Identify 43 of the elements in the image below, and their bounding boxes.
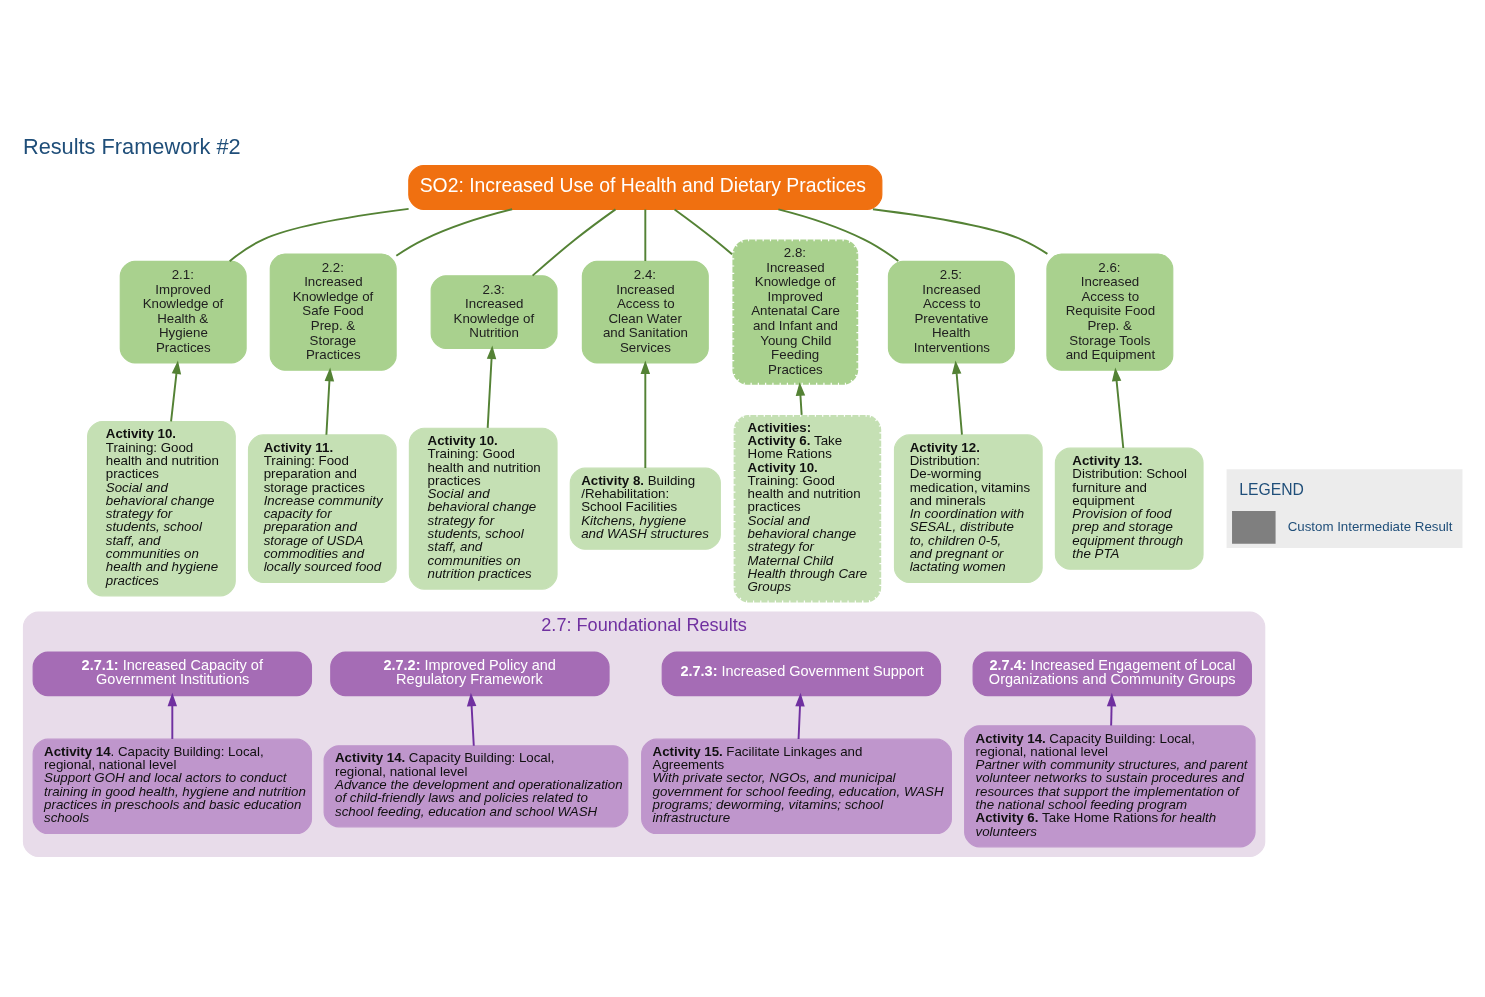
- node-box: 2.7.4: Increased Engagement of Local Organizations and Community Groups: [972, 650, 1252, 696]
- node-box: 2.7.2: Improved Policy and Regulatory Framework: [329, 650, 610, 696]
- node-box: 2.8: Increased Knowledge of Improved Antenatal Care and Infant and Young Child Feeding Practices: [730, 237, 860, 386]
- connector: [871, 207, 1048, 255]
- connector: [228, 207, 410, 262]
- arrow: [1111, 367, 1124, 449]
- diagram-title: Results Framework #2: [22, 133, 241, 159]
- node-box: SO2: Increased Use of Health and Dietary Practices: [407, 164, 882, 210]
- connector: [673, 207, 733, 255]
- arrow: [640, 359, 650, 469]
- arrow: [795, 381, 805, 416]
- connector: [643, 207, 646, 262]
- arrow: [1106, 692, 1116, 726]
- arrow: [324, 367, 334, 436]
- node-box: 2.1: Improved Knowledge of Health & Hygiene Practices: [119, 260, 247, 363]
- arrow: [466, 692, 476, 747]
- label: LEGEND: [1238, 480, 1304, 498]
- node-box: 2.4: Increased Access to Clean Water and Sanitation Services: [581, 260, 709, 363]
- arrow: [169, 359, 181, 422]
- arrow: [486, 345, 496, 429]
- node-box: Activity 8. Building /Rehabilitation: School Facilities Kitchens, hygiene and WASH structures: [569, 467, 721, 550]
- connector: [531, 207, 616, 277]
- connector: [394, 207, 513, 257]
- node-box: Activity 15. Facilitate Linkages and Agreements With private sector, NGOs, and municipal government for school feeding, education, WASH programs; deworming, vitamins; school infrastructure: [640, 738, 952, 834]
- node-box: 2.7.1: Increased Capacity of Government Institutions: [32, 650, 312, 696]
- node-box: Activity 10. Training: Good health and nutrition practices Social and behavioral change strategy for students, school staff, and communities on health and hygiene practices: [86, 420, 236, 596]
- arrow: [951, 359, 963, 436]
- node-box: 2.3: Increased Knowledge of Nutrition: [430, 274, 558, 349]
- legend-label: Custom Intermediate Result: [1287, 518, 1452, 534]
- node-box: 2.6: Increased Access to Requisite Food Prep. & Storage Tools and Equipment: [1045, 252, 1173, 371]
- node-box: 2.5: Increased Access to Preventative Health Interventions: [887, 260, 1015, 363]
- node-box: Activity 11. Training: Food preparation and storage practices Increase community capacity for preparation and storage of USDA commodities and locally sourced food: [247, 433, 397, 583]
- arrow: [794, 692, 805, 740]
- node-box: 2.2: Increased Knowledge of Safe Food Prep. & Storage Practices: [269, 252, 397, 371]
- connector: [776, 207, 899, 262]
- node-box: Activity 10. Training: Good health and nutrition practices Social and behavioral change strategy for students, school staff, and communities on nutrition practices: [408, 427, 558, 590]
- node-box: 2.7.3: Increased Government Support: [661, 650, 941, 696]
- node-box: Activity 14. Capacity Building: Local, regional, national level Support GOH and local actors to conduct training in good health, hygiene and nutrition practices in preschools and basic education schools: [32, 738, 312, 834]
- node-box: Activity 12. Distribution: De-worming medication, vitamins and minerals In coordination with SESAL, distribute to, children 0-5, and pregnant or lactating women: [893, 433, 1043, 583]
- node-box: Activity 13. Distribution: School furniture and equipment Provision of food prep and storage equipment through the PTA: [1054, 447, 1204, 570]
- node-box: Activities: Activity 6. Take Home Rations Activity 10. Training: Good health and nutrition practices Social and behavioral change strategy for Maternal Child Health through Care Groups: [731, 412, 883, 604]
- node-box: Activity 14. Capacity Building: Local, regional, national level Advance the development and operationalization of child-friendly laws and policies related to school feeding, education and school WASH: [323, 744, 628, 827]
- arrow: [167, 692, 177, 740]
